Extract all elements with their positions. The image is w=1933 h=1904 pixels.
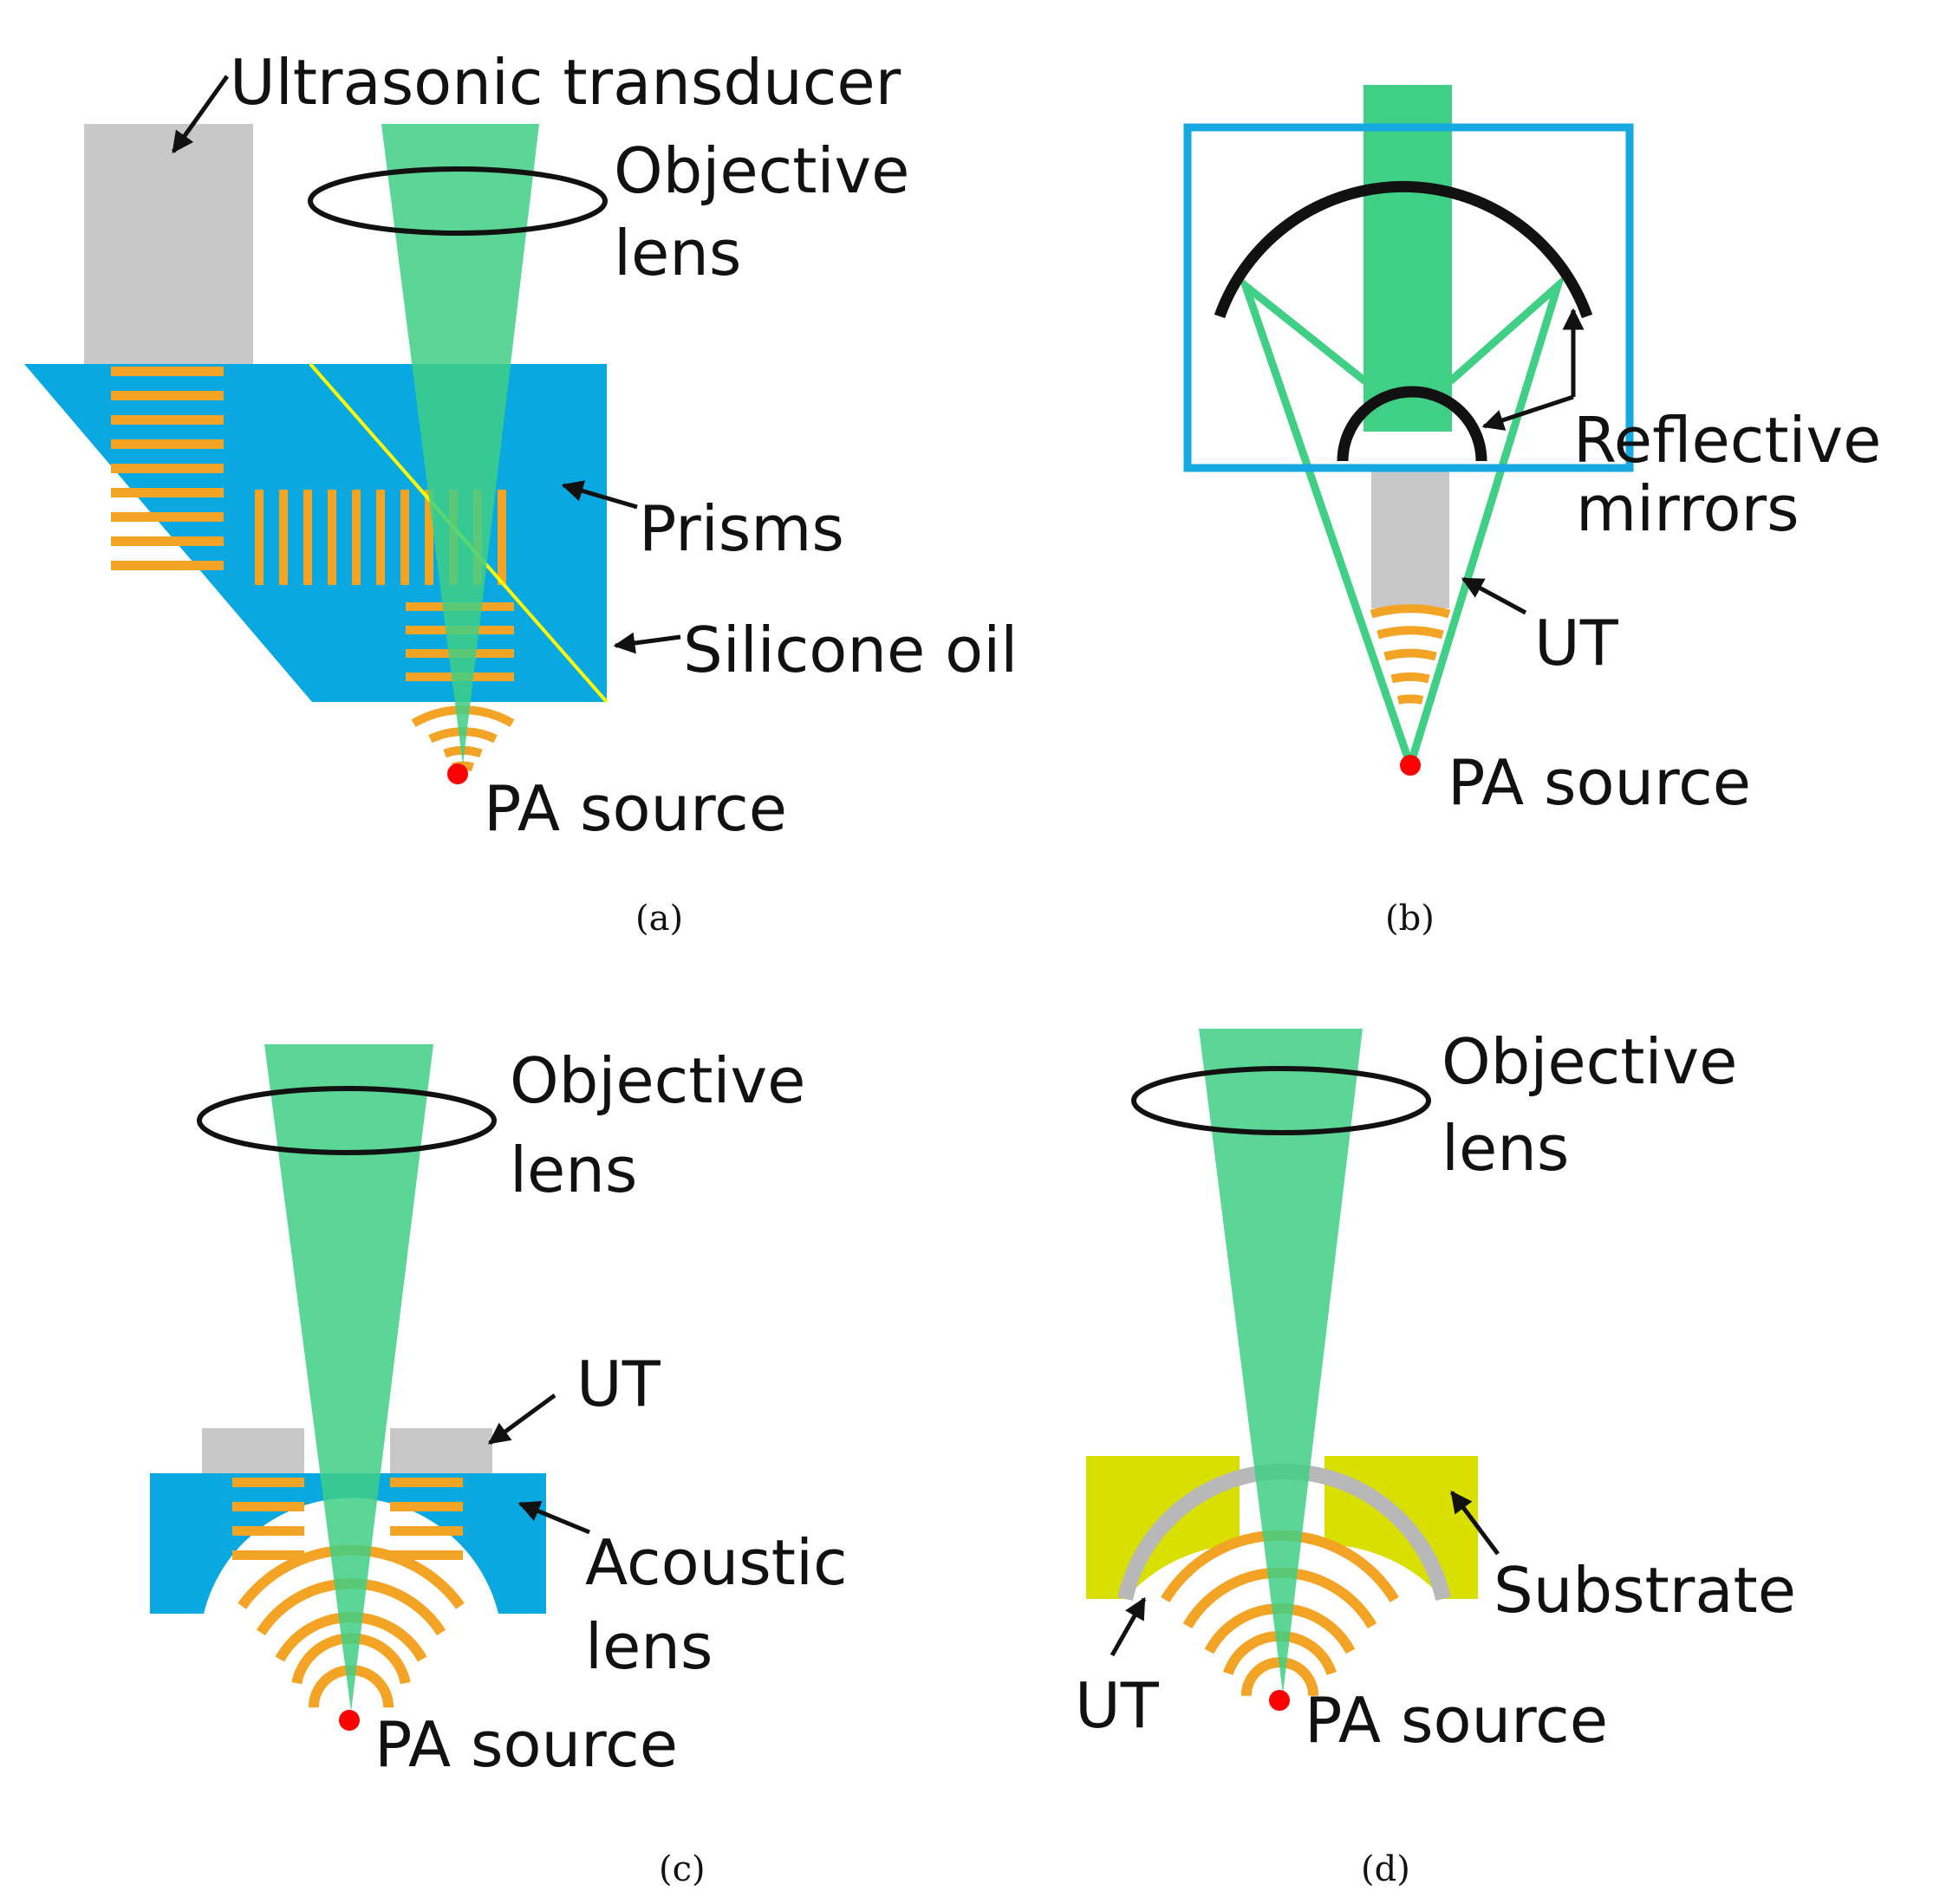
label-ut: UT	[1534, 607, 1619, 679]
panel-c: Objective lens UT Acoustic lens PA sourc…	[150, 1044, 848, 1889]
label-ultrasonic-transducer: Ultrasonic transducer	[230, 46, 901, 119]
arrow-acoustic-lens	[517, 1501, 590, 1535]
label-lens: lens	[1442, 1112, 1569, 1185]
label-mirrors: mirrors	[1576, 472, 1800, 545]
pa-source	[339, 1710, 360, 1731]
label-lens: lens	[510, 1134, 637, 1206]
pa-source	[1400, 755, 1421, 776]
panel-d: Objective lens Substrate UT PA source (d…	[1075, 1025, 1796, 1889]
caption-a: (a)	[635, 899, 683, 939]
laser-beam	[264, 1044, 433, 1712]
optical-beam	[1364, 85, 1452, 432]
arrow-substrate	[1449, 1490, 1500, 1556]
label-pa-source: PA source	[374, 1708, 678, 1781]
reflected-beam-paths	[1237, 273, 1566, 767]
label-objective: Objective	[614, 134, 909, 207]
panel-b: Reflective mirrors UT PA source (b)	[1183, 85, 1881, 939]
label-pa-source: PA source	[1448, 746, 1751, 819]
objective-lens	[1131, 1066, 1431, 1135]
label-objective: Objective	[510, 1044, 805, 1117]
panel-a: Ultrasonic transducer Objective lens Pri…	[24, 46, 1018, 939]
arrow-ut	[1461, 576, 1527, 615]
label-substrate: Substrate	[1494, 1554, 1796, 1627]
label-lens-2: lens	[585, 1610, 713, 1683]
label-silicone-oil: Silicone oil	[683, 614, 1018, 686]
acoustic-lines-upper	[111, 367, 224, 570]
objective-lens	[308, 166, 608, 236]
scan-head-frame	[1183, 123, 1634, 472]
inner-mirror	[1337, 386, 1487, 462]
label-lens: lens	[614, 217, 741, 289]
arrow-ut	[1110, 1596, 1147, 1657]
laser-beam	[1199, 1029, 1363, 1694]
label-reflective: Reflective	[1573, 404, 1881, 477]
label-pa-source: PA source	[484, 772, 787, 845]
label-acoustic: Acoustic	[585, 1526, 848, 1599]
caption-c: (c)	[659, 1849, 706, 1889]
laser-beam	[381, 124, 539, 765]
pa-source	[447, 764, 468, 784]
acoustic-lines	[232, 1478, 463, 1560]
caption-b: (b)	[1385, 899, 1435, 939]
prisms	[24, 364, 607, 702]
acoustic-waves	[1370, 604, 1451, 705]
label-ut: UT	[576, 1348, 661, 1420]
outer-mirror	[1214, 180, 1593, 319]
label-ut: UT	[1075, 1669, 1160, 1742]
ultrasonic-transducer	[84, 124, 253, 364]
pa-source	[1269, 1690, 1290, 1711]
arrow-ut	[487, 1393, 556, 1446]
ut	[1371, 470, 1449, 608]
arrow-silicone-oil	[613, 632, 681, 654]
objective-lens	[197, 1086, 497, 1155]
label-pa-source: PA source	[1305, 1684, 1608, 1757]
arrow-prisms	[561, 480, 638, 510]
label-prisms: Prisms	[639, 492, 844, 565]
arrow-reflective-mirrors-inner	[1481, 394, 1574, 431]
arrow-ultrasonic-transducer	[171, 75, 230, 154]
label-objective: Objective	[1442, 1025, 1737, 1098]
ut-right	[390, 1428, 492, 1476]
caption-d: (d)	[1361, 1849, 1410, 1889]
ut-left	[202, 1428, 304, 1476]
